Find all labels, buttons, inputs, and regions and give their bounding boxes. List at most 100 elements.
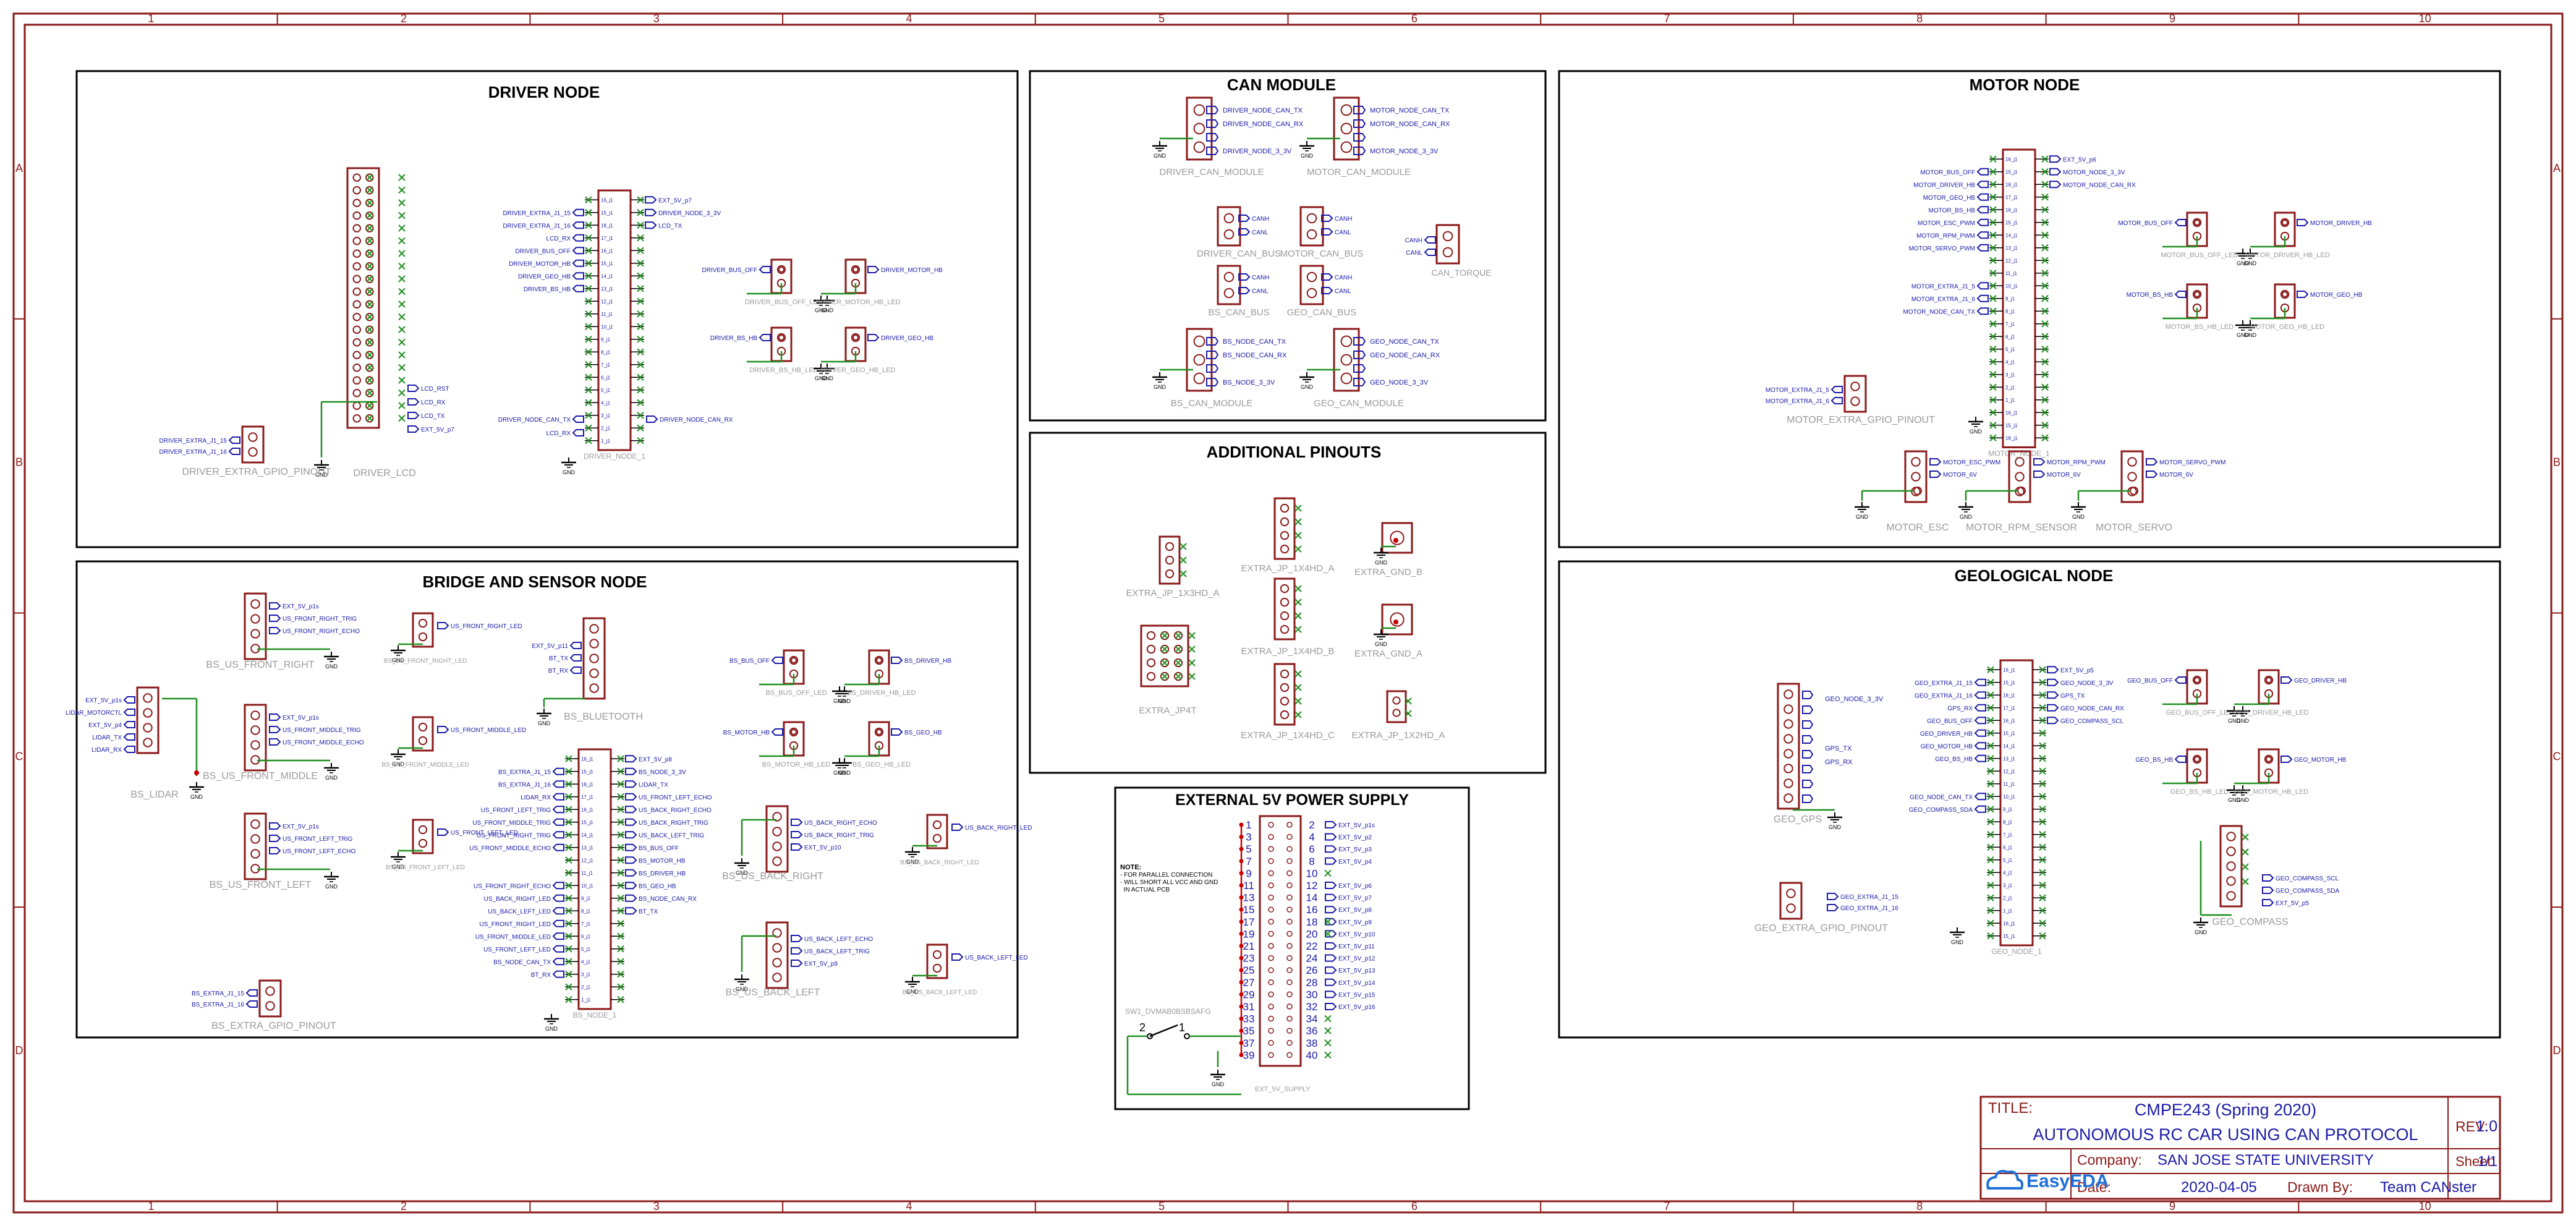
net-flag — [2049, 168, 2062, 176]
net-flag — [625, 780, 637, 788]
net-name: US_BACK_RIGHT_TRIG — [804, 832, 874, 839]
motor-net: MOTOR_ESC_PWM — [1929, 458, 2000, 466]
header-pin — [352, 262, 361, 271]
net-name: US_BACK_RIGHT_ECHO — [639, 807, 712, 814]
ground-symbol: GND — [814, 296, 828, 313]
pin-name: 9_j1 — [2003, 807, 2013, 812]
net-name: MOTOR_GEO_HB — [1923, 195, 1976, 202]
no-connect — [398, 313, 406, 321]
led-pin — [791, 729, 797, 735]
net-flag — [791, 819, 803, 826]
ground-pad — [1381, 522, 1413, 554]
pin-name: 18_j1 — [2003, 692, 2015, 698]
header-pin — [1306, 229, 1317, 240]
row-label-left: C — [15, 750, 23, 762]
header-pin — [352, 313, 361, 321]
ground-label: GND — [2244, 260, 2257, 266]
lidar-net: EXT_5V_p4 — [88, 721, 135, 729]
pin-name: 1_j1 — [2003, 908, 2013, 914]
cloud-icon — [1986, 1170, 2024, 1190]
net-name: BS_BUS_OFF — [729, 658, 770, 665]
header-body — [244, 592, 267, 660]
bs-node: 16_j115_j118_j117_j116_j115_j114_j113_j1… — [565, 748, 624, 1010]
no-connect — [585, 196, 592, 203]
net-name: US_FRONT_RIGHT_TRIG — [283, 616, 357, 623]
power-pin-right: 22 — [1306, 940, 1318, 952]
supply-label: EXT_5V_SUPPLY — [1255, 1086, 1311, 1093]
pin-name: 16_j1 — [2005, 156, 2018, 162]
column-label-bottom: 10 — [2419, 1200, 2431, 1212]
no-connect — [1987, 932, 1994, 940]
ground-label: GND — [2244, 332, 2257, 338]
header-body — [412, 819, 434, 854]
no-connect — [617, 971, 624, 978]
net-flag — [572, 259, 584, 267]
column-label-bottom: 7 — [1664, 1200, 1670, 1212]
header-pin — [772, 928, 782, 938]
net-flag — [625, 755, 637, 763]
no-connect — [398, 199, 406, 206]
header-pin — [772, 856, 782, 866]
can-pin-flag — [1206, 378, 1219, 386]
node-body — [1999, 659, 2034, 947]
no-connect — [2041, 333, 2049, 340]
header-pin — [265, 1001, 275, 1011]
switch-contact — [1184, 1033, 1190, 1039]
no-connect — [1987, 717, 1994, 724]
can-transceiver — [1333, 328, 1360, 392]
ground-symbol: GND — [1968, 417, 1983, 435]
header-pin — [1340, 354, 1353, 366]
no-connect — [565, 882, 572, 889]
column-label-bottom: 4 — [906, 1200, 912, 1212]
header-pin — [1223, 229, 1235, 240]
lcd-net: EXT_5V_p7 — [407, 425, 454, 433]
header-pin — [352, 325, 361, 334]
header-pin — [1340, 141, 1353, 153]
node-net-right: EXT_5V_p7 — [645, 196, 692, 204]
no-connect — [1989, 307, 1997, 315]
no-connect — [585, 297, 592, 305]
no-connect — [2039, 907, 2046, 914]
can-bus-net: CANH — [1321, 215, 1352, 223]
easyeda-logo: EasyEDA — [1986, 1170, 2109, 1191]
net-flag — [269, 822, 281, 830]
led-pin — [2266, 756, 2272, 762]
pin-name: 17_j1 — [2003, 705, 2015, 711]
net-flag — [1321, 215, 1333, 222]
power-pin-dot — [1286, 955, 1293, 961]
net-name: GEO_NODE_CAN_RX — [2060, 705, 2124, 712]
no-connect — [1989, 358, 1997, 365]
header-pin — [772, 812, 782, 822]
led-pin — [2194, 219, 2200, 226]
ground-symbol: GND — [2227, 785, 2242, 803]
header-body — [765, 805, 789, 873]
no-connect — [637, 386, 644, 394]
ultrasonic-led-net: US_FRONT_MIDDLE_LED — [437, 726, 526, 734]
ground-label: GND — [906, 859, 919, 865]
extra-caption: EXTRA_JP_1X4HD_B — [1241, 646, 1335, 657]
power-pin-right: 6 — [1309, 843, 1314, 855]
no-connect — [398, 174, 406, 181]
node-net-left: BS_EXTRA_J1_16 — [498, 780, 564, 788]
led-pin — [2194, 291, 2200, 297]
led-module — [876, 729, 882, 735]
no-connect — [565, 856, 572, 864]
no-connect — [1294, 518, 1302, 526]
net-flag — [552, 831, 564, 839]
net-name: GEO_COMPASS_SCL — [2060, 718, 2124, 725]
net-flag — [2174, 756, 2187, 763]
node-net-right: BT_TX — [625, 907, 658, 915]
ground-symbol: GND — [537, 709, 551, 726]
net-name: CANH — [1405, 237, 1422, 244]
no-connect — [1294, 670, 1302, 678]
net-flag — [572, 234, 584, 242]
power-pin-dot — [1268, 894, 1274, 901]
no-connect — [2039, 806, 2046, 813]
no-connect — [637, 297, 644, 305]
header-pin — [874, 727, 884, 737]
no-connect — [1989, 206, 1997, 213]
power-pin-right: 8 — [1309, 856, 1314, 867]
header-body — [1381, 603, 1413, 636]
net-flag — [1325, 845, 1337, 853]
